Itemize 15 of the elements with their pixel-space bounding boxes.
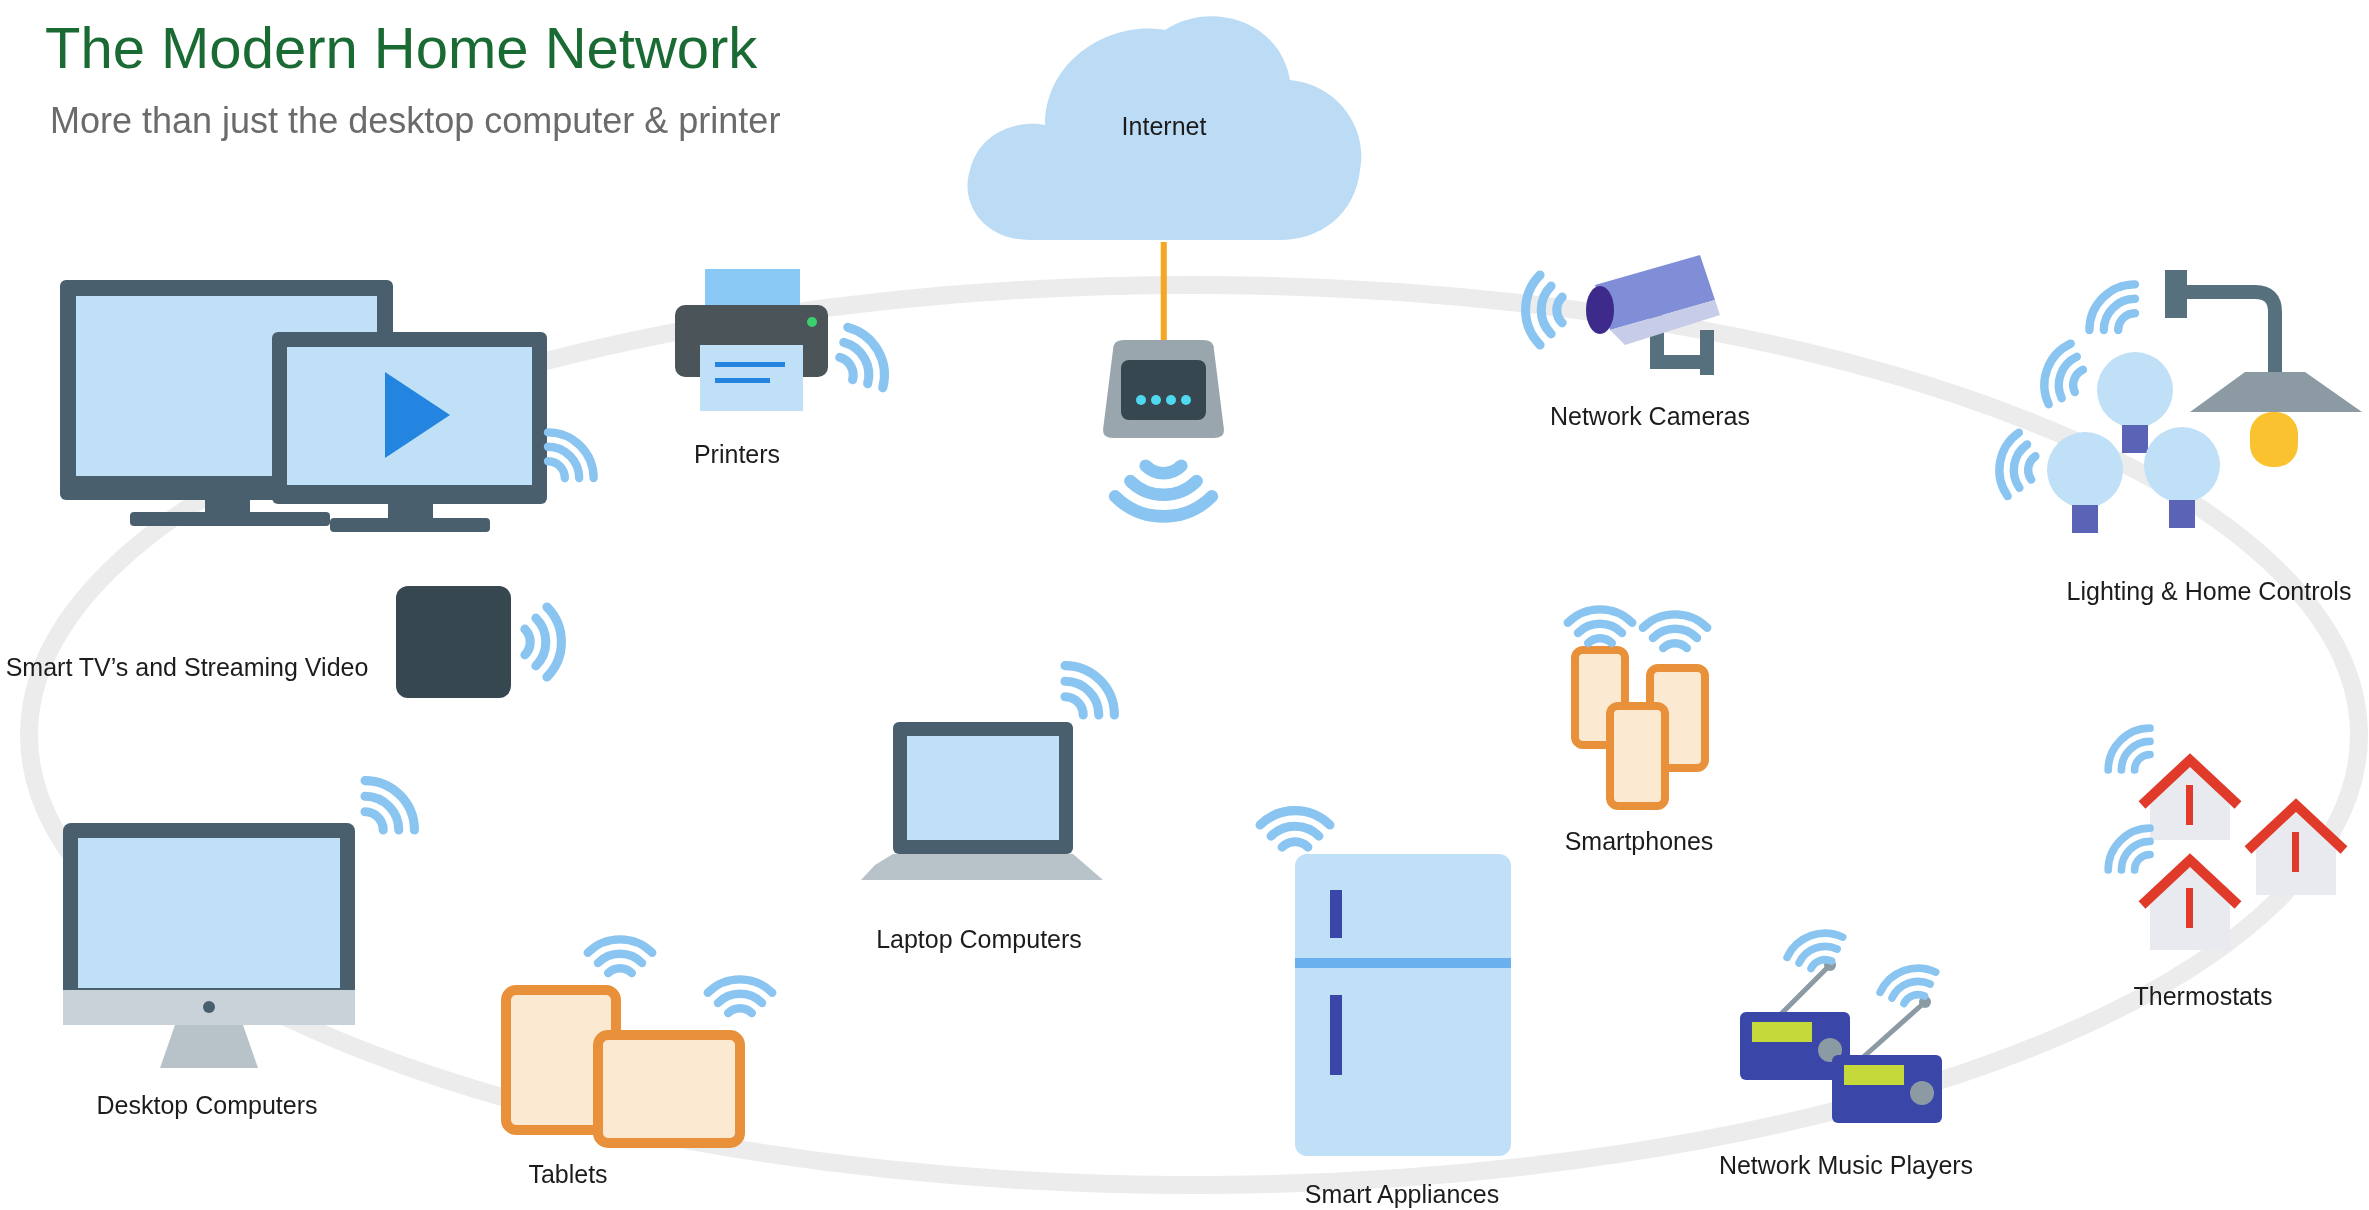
- device-caption: Smart TV’s and Streaming Video: [5, 653, 369, 682]
- device-caption: Thermostats: [2133, 982, 2273, 1011]
- subtitle: More than just the desktop computer & printer: [50, 100, 781, 142]
- device-caption: Smart Appliances: [1304, 1180, 1500, 1209]
- connector-line: [1160, 242, 1167, 340]
- device-caption: Smartphones: [1564, 827, 1714, 856]
- device-caption: Laptop Computers: [876, 925, 1082, 954]
- device-caption: Lighting & Home Controls: [2066, 577, 2352, 606]
- device-caption: Tablets: [528, 1160, 608, 1189]
- device-caption: Desktop Computers: [96, 1091, 318, 1120]
- device-caption: Network Music Players: [1718, 1151, 1974, 1180]
- title: The Modern Home Network: [45, 14, 758, 81]
- cloud-label: Internet: [1121, 111, 1207, 141]
- device-caption: Network Cameras: [1549, 402, 1751, 431]
- device-caption: Printers: [693, 440, 781, 469]
